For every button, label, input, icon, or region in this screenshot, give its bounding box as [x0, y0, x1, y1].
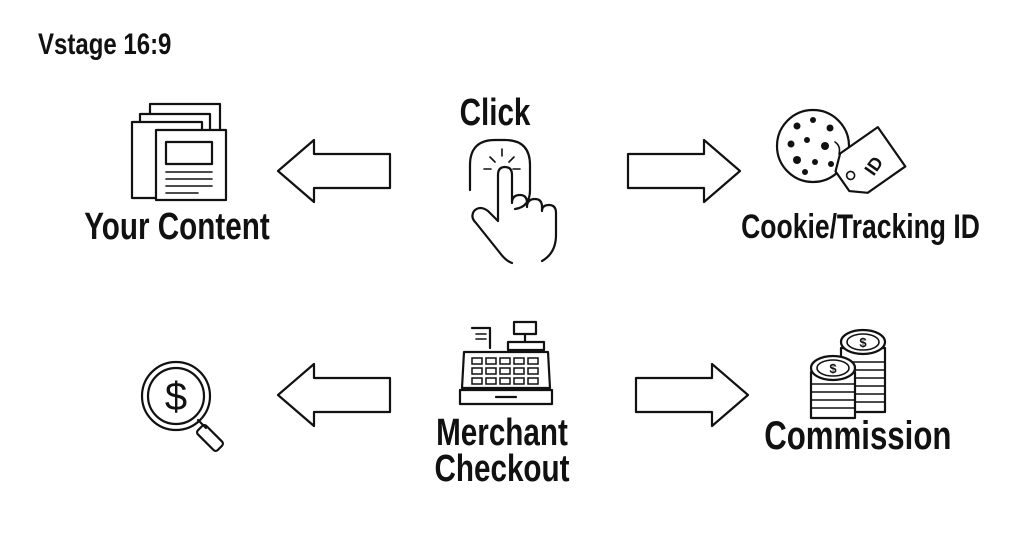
- document-pages-icon: [130, 102, 228, 202]
- finger-tap-icon: [468, 138, 558, 265]
- commission-label: Commission: [764, 414, 952, 458]
- coin-dollar-front: $: [829, 361, 837, 376]
- coin-stacks-icon: $ $: [809, 328, 887, 420]
- cash-register-icon: [458, 320, 554, 406]
- merchant-label-line1: Merchant: [436, 412, 568, 454]
- arrow-right-bottom: [634, 362, 750, 428]
- merchant-label-line2: Checkout: [434, 448, 570, 490]
- cookie-label: Cookie/Tracking ID: [741, 208, 980, 246]
- page-title: Vstage 16:9: [38, 28, 172, 61]
- coin-dollar-back: $: [859, 335, 867, 350]
- arrow-right-top: [626, 138, 742, 204]
- click-label: Click: [459, 92, 531, 134]
- search-dollar-symbol: $: [165, 375, 187, 419]
- dollar-search-icon: $: [140, 360, 224, 452]
- arrow-left-bottom: [276, 362, 392, 428]
- arrow-left-top: [276, 138, 392, 204]
- cookie-tag-icon: ID: [775, 108, 907, 194]
- content-label: Your Content: [84, 206, 270, 248]
